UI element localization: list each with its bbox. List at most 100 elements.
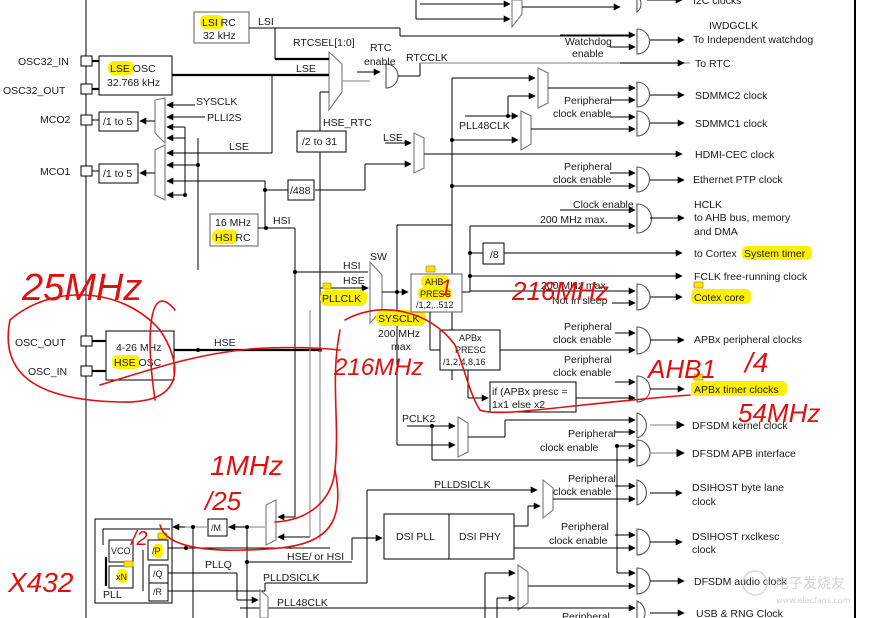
annotation-apb-label: AHB1 xyxy=(646,354,716,384)
annotation-pllm-out: 1MHz xyxy=(210,450,283,481)
pllclk-label: PLLCLK xyxy=(322,293,361,305)
rtcsel-label: RTCSEL[1:0] xyxy=(293,37,355,49)
hclk-clock-enable: Clock enable xyxy=(573,199,634,211)
hsi-output-label: HSI xyxy=(273,215,291,227)
watermark-url: www.elecfans.com xyxy=(776,596,851,605)
dsi-byte-periph-enable-2: clock enable xyxy=(553,486,612,498)
dsi-phy-block: DSI PHY xyxy=(459,531,501,543)
eth-periph-enable-1: Peripheral xyxy=(564,161,612,173)
output-dsihost-byte-lane-1: DSIHOST byte lane xyxy=(692,482,784,494)
lse-freq: 32.768 kHz xyxy=(107,77,160,89)
plldsiclk-label: PLLDSICLK xyxy=(263,572,320,584)
dsi-esc-periph-enable-1: Peripheral xyxy=(561,521,609,533)
watermark: 电子发烧友 www.elecfans.com xyxy=(742,570,851,605)
pclk2-label: PCLK2 xyxy=(402,413,435,425)
output-sdmmc1: SDMMC1 clock xyxy=(695,118,768,130)
output-ethernet-ptp: Ethernet PTP clock xyxy=(693,174,783,186)
annotation-apb-freq: 54MHz xyxy=(738,398,820,428)
apb-label: APBx xyxy=(459,333,482,343)
mco-section: /1 to 5 /1 to 5 SYSCLK PLLI2S LSE xyxy=(92,75,273,270)
lse-label: LSE xyxy=(110,63,130,75)
sdmmc-periph-enable-1: Peripheral xyxy=(564,95,612,107)
sysclk-max-1: 200 MHz xyxy=(378,328,420,340)
lsi-label: LSI xyxy=(202,17,218,29)
watermark-cn: 电子发烧友 xyxy=(775,576,845,592)
ahb-label: AHB xyxy=(425,277,444,287)
output-dsihost-rxclkesc-2: clock xyxy=(692,544,717,556)
svg-text:LSI RC: LSI RC xyxy=(202,17,236,29)
rtcclk-label: RTCCLK xyxy=(406,52,448,64)
top-muxes: I2C clocks Watchdog enable IWDGCLK To In… xyxy=(415,0,813,70)
lse-osc-label: OSC xyxy=(130,63,156,75)
dsi-section: PLLDSICLK DSI PLL DSI PHY Peripheral clo… xyxy=(351,473,784,583)
output-dfsdm-kernel: DFSDM kernel clock xyxy=(692,420,788,432)
output-systimer-prefix: to Cortex xyxy=(694,248,737,260)
output-dfsdm-audio: DFSDM audio clock xyxy=(694,576,788,588)
dfsdm-periph-enable-1: Peripheral xyxy=(568,428,616,440)
bottom-outputs: DFSDM audio clock USB & RNG Clock Periph… xyxy=(240,563,788,618)
dfsdm-section: PCLK2 Peripheral clock enable DFSDM kern… xyxy=(397,412,796,573)
output-fclk: FCLK free-running clock xyxy=(694,271,808,283)
timer-mult-line1: if (APBx presc = xyxy=(492,386,568,398)
annotation-plln: X432 xyxy=(7,567,74,598)
pll-p: /P xyxy=(152,546,161,556)
hsi-rc-block: 16 MHz HSI RC HSI xyxy=(209,181,297,450)
svg-text:LSE OSC: LSE OSC xyxy=(110,63,156,75)
output-apb-peripheral-clocks: APBx peripheral clocks xyxy=(694,334,802,346)
sysclk-max-2: max xyxy=(391,341,412,353)
apb-prescaler: APBx PRESC /1,2,4,8,16 Peripheral clock … xyxy=(439,321,802,413)
divider-488: /488 xyxy=(290,185,311,197)
lse-osc-block: LSE OSC 32.768 kHz LSE xyxy=(98,55,330,96)
sysclk-input-hsi: HSI xyxy=(343,260,361,272)
output-iwdgclk: IWDGCLK xyxy=(709,20,758,32)
pll-xn: xN xyxy=(116,572,127,582)
annotation-ahb-div: 1 xyxy=(440,275,452,300)
output-to-rtc: To RTC xyxy=(695,58,731,70)
systimer-divider: /8 xyxy=(490,249,499,261)
apb-periph-enable-1: Peripheral xyxy=(564,321,612,333)
output-independent-watchdog: To Independent watchdog xyxy=(693,34,813,46)
watchdog-enable-1: Watchdog xyxy=(565,36,612,48)
output-hdmi-cec: HDMI-CEC clock xyxy=(695,149,775,161)
rtc-enable-label-1: RTC xyxy=(370,42,392,54)
sysclk-switch: SW HSI HSE PLLCLK SYSCLK 200 MHz max xyxy=(295,224,452,445)
lsi-rc-label: RC xyxy=(218,17,237,29)
osc-in-pin: OSC_IN xyxy=(28,366,67,378)
rtc-section: RTCSEL[1:0] RTC enable RTCCLK HSE_RTC /2… xyxy=(274,28,690,350)
annotation-core-freq: 216MHz xyxy=(511,276,609,306)
output-cortex-core: Cotex core xyxy=(694,292,745,304)
sysclk-input-hse: HSE xyxy=(343,275,365,287)
hdmi-eth-section: LSE HDMI-CEC clock /488 Peripheral clock… xyxy=(263,132,783,201)
output-usb-rng: USB & RNG Clock xyxy=(696,608,784,618)
timer-mult-line2: 1x1 else x2 xyxy=(492,399,545,411)
output-apb-timer-clocks: APBx timer clocks xyxy=(694,384,779,396)
handwritten-annotations: 25MHz 216MHz 216MHz 1 1MHz /25 /2 X432 A… xyxy=(7,267,820,598)
ahb-outputs: Clock enable 200 MHz max. HCLK to AHB bu… xyxy=(470,199,812,311)
mco1-pin: MCO1 xyxy=(40,166,70,178)
hse-freq: 4-26 MHz xyxy=(116,342,162,354)
output-i2c-clocks: I2C clocks xyxy=(693,0,741,7)
dsi-esc-periph-enable-2: clock enable xyxy=(549,535,608,547)
pins: OSC32_IN OSC32_OUT MCO2 MCO1 OSC_OUT OSC… xyxy=(3,55,106,378)
dsi-byte-periph-enable-1: Peripheral xyxy=(568,473,616,485)
hsi-rc-label: RC xyxy=(233,232,252,244)
pll-label: PLL xyxy=(103,589,122,601)
output-dsihost-byte-lane-2: clock xyxy=(692,496,717,508)
hsi-label: HSI xyxy=(215,232,233,244)
hse-label: HSE xyxy=(114,357,136,369)
annotation-sysclk-freq: 216MHz xyxy=(333,354,423,381)
annotation-pllm: /25 xyxy=(203,486,242,516)
timer-periph-enable-2: clock enable xyxy=(553,367,612,379)
dsi-pll-block: DSI PLL xyxy=(396,531,435,543)
output-hclk-desc-2: and DMA xyxy=(694,226,738,238)
annotation-hse-freq: 25MHz xyxy=(21,267,142,309)
lse-output-label: LSE xyxy=(296,63,316,75)
usb-periph-enable-1: Peripheral xyxy=(562,611,610,618)
output-hclk-desc-1: to AHB bus, memory xyxy=(694,212,791,224)
hse-rtc-label: HSE_RTC xyxy=(323,117,372,129)
rtc-divider: /2 to 31 xyxy=(302,136,337,148)
svg-text:HSI RC: HSI RC xyxy=(215,232,251,244)
hse-osc-label: OSC xyxy=(136,357,162,369)
annotation-apb-div: /4 xyxy=(743,347,768,378)
